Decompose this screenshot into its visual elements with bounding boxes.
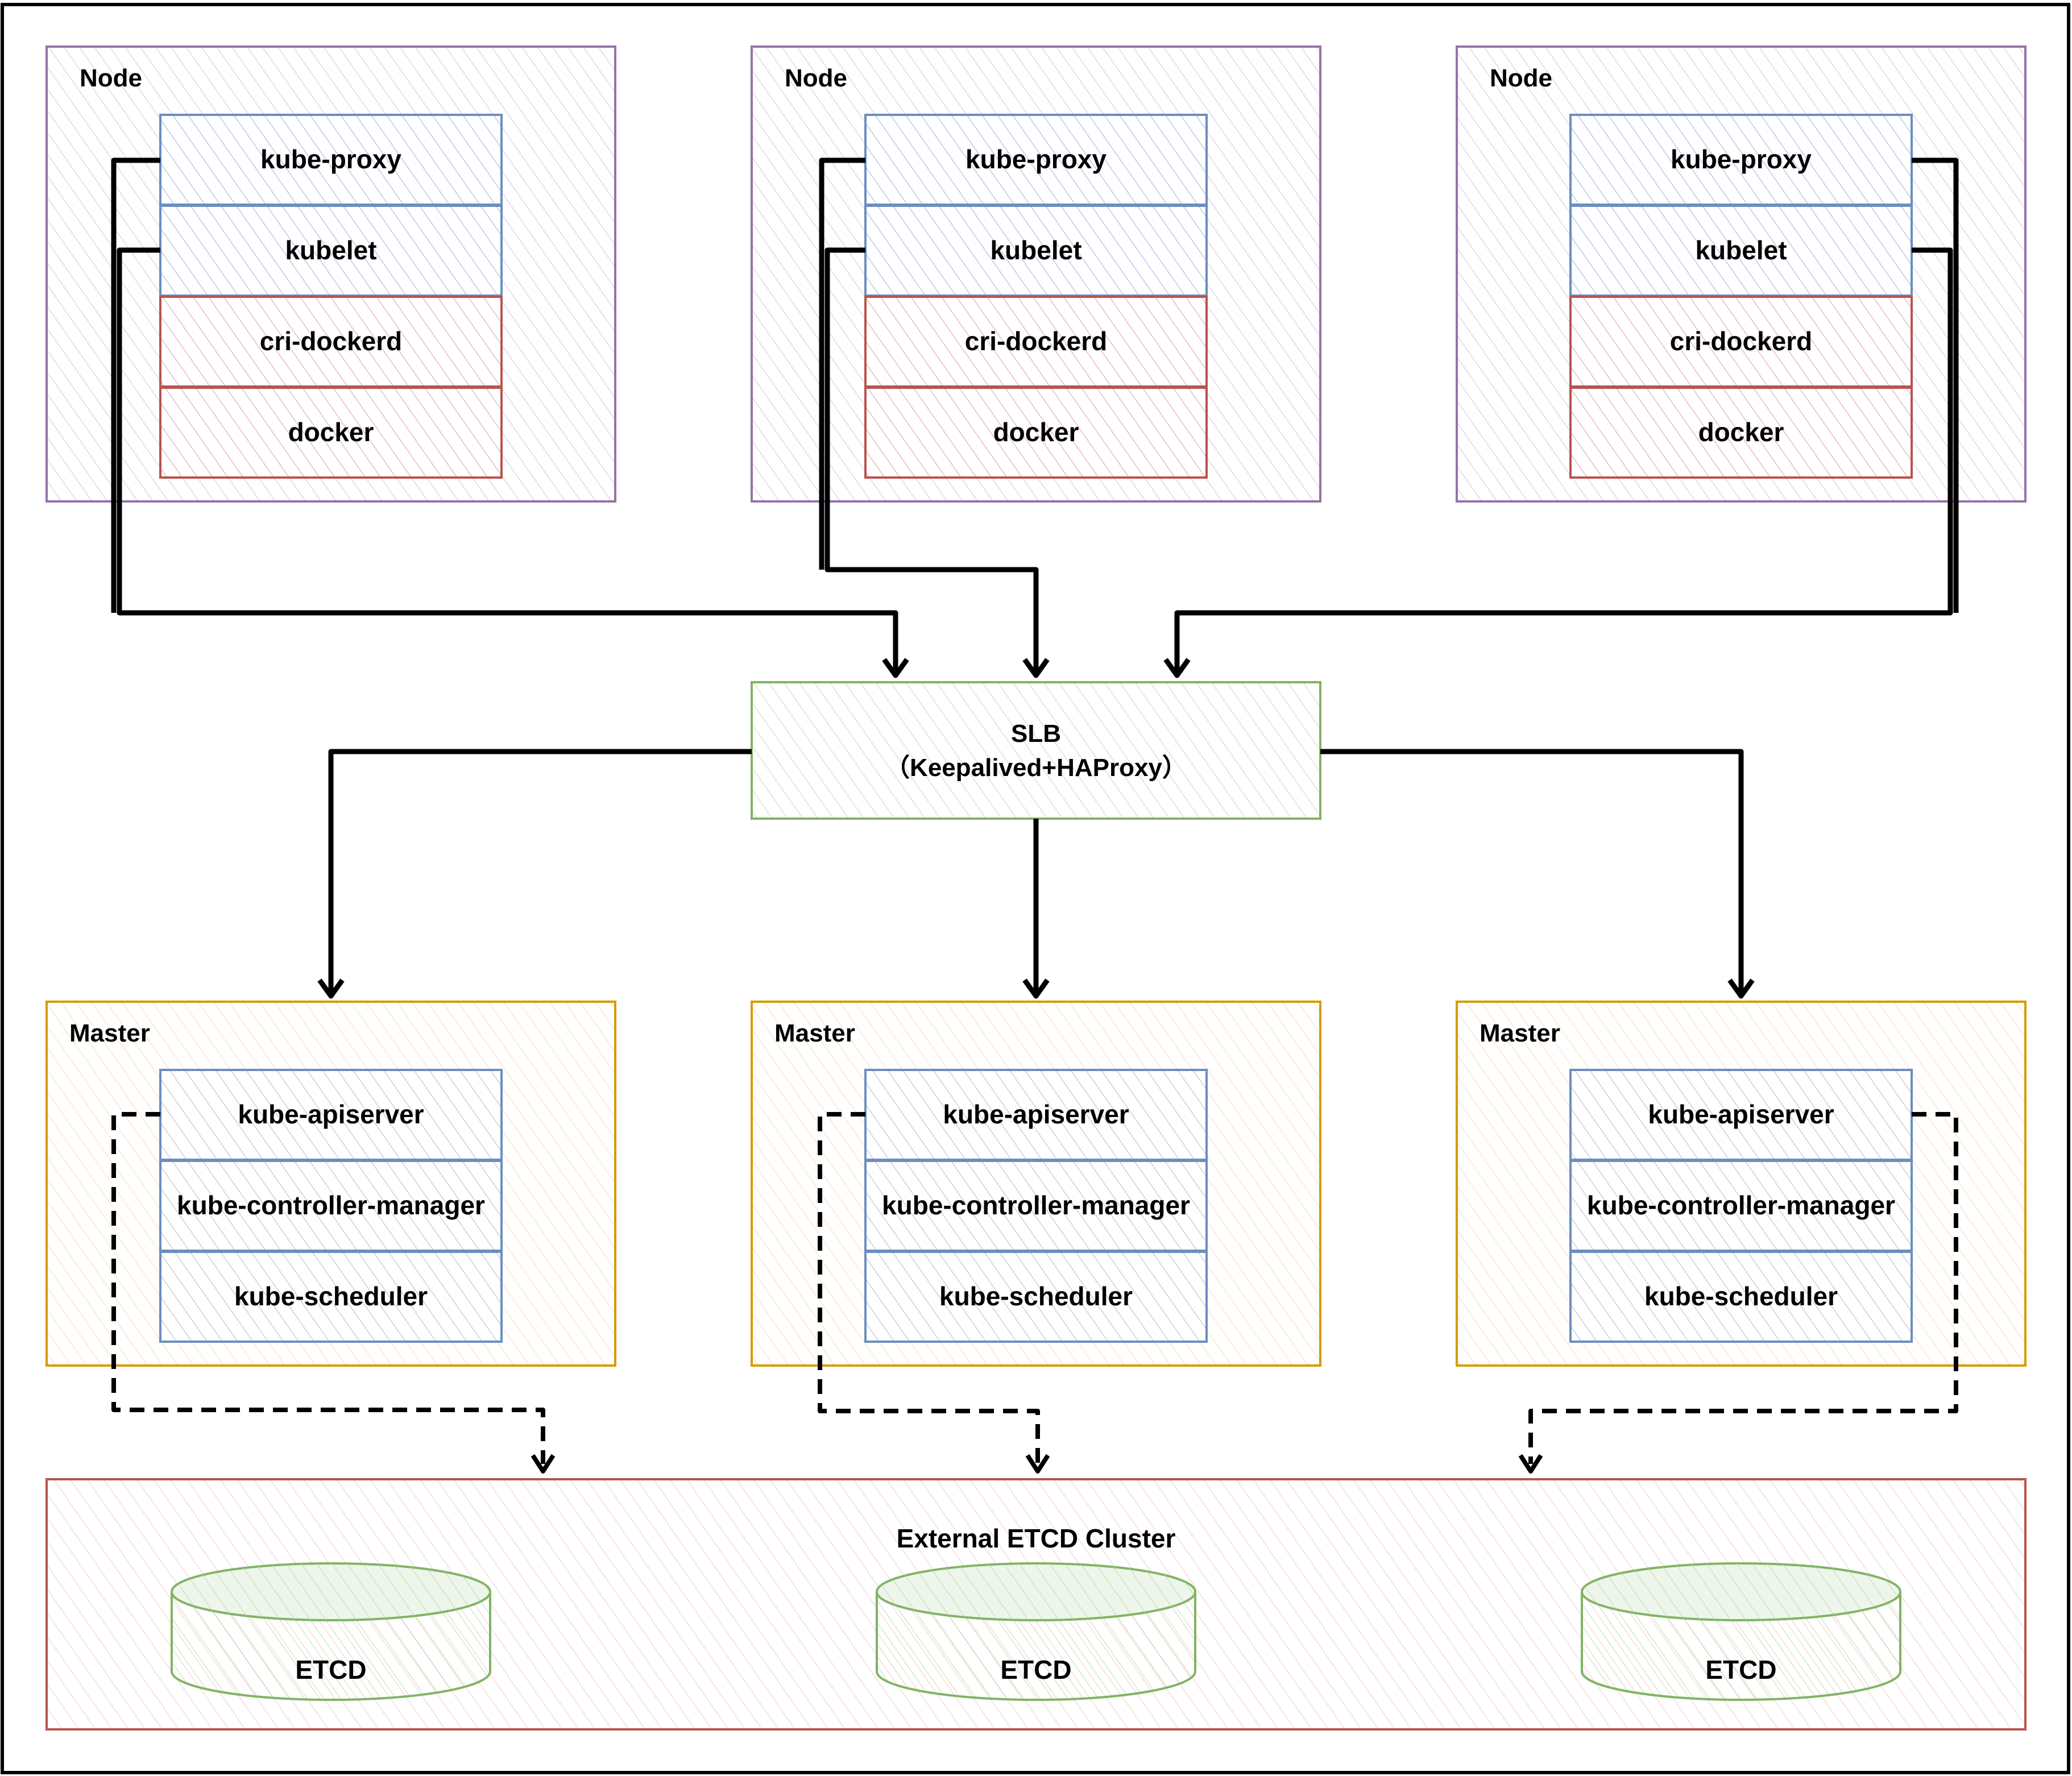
component-label: kube-controller-manager	[177, 1190, 485, 1220]
component-kubelet: kubelet	[1569, 205, 1913, 297]
component-label: kubelet	[285, 235, 376, 265]
etcd-label: ETCD	[1705, 1655, 1776, 1684]
component-label: kubelet	[990, 235, 1081, 265]
arrowhead	[1022, 658, 1050, 678]
component-label: kube-apiserver	[1648, 1099, 1834, 1129]
node-title: Node	[1490, 64, 1552, 92]
component-kube-proxy: kube-proxy	[864, 114, 1208, 206]
master-3: Master kube-apiserver kube-controller-ma…	[1456, 1001, 2027, 1367]
node-2: Node kube-proxy kubelet cri-dockerd dock…	[751, 45, 1321, 503]
connector-node3-proxy	[1912, 157, 1959, 613]
component-docker: docker	[1569, 387, 1913, 479]
etcd-label: ETCD	[1000, 1655, 1071, 1684]
etcd-member-1: ETCD	[171, 1562, 491, 1701]
connector-slb-master1	[328, 749, 752, 992]
component-label: kube-apiserver	[238, 1099, 424, 1129]
connector-master2-etcd	[818, 1112, 1040, 1464]
connector-master3-etcd	[1528, 1112, 1958, 1464]
component-label: kube-scheduler	[234, 1281, 428, 1311]
component-label: kube-scheduler	[939, 1281, 1133, 1311]
component-kube-apiserver: kube-apiserver	[159, 1069, 503, 1161]
component-kube-scheduler: kube-scheduler	[159, 1251, 503, 1343]
arrowhead	[317, 978, 345, 999]
master-to-etcd-arrowheads	[531, 1454, 1543, 1474]
etcd-cluster-title: External ETCD Cluster	[897, 1524, 1176, 1553]
component-label: kube-apiserver	[943, 1099, 1129, 1129]
component-cri-dockerd: cri-dockerd	[159, 296, 503, 388]
connector-node2-kubelet	[824, 247, 1039, 671]
component-label: kubelet	[1695, 235, 1787, 265]
node-3: Node kube-proxy kubelet cri-dockerd dock…	[1456, 45, 2027, 503]
component-kubelet: kubelet	[864, 205, 1208, 297]
connector-node1-proxy	[111, 157, 160, 613]
component-kube-apiserver: kube-apiserver	[864, 1069, 1208, 1161]
component-kubelet: kubelet	[159, 205, 503, 297]
slb-to-master-connectors	[317, 749, 1755, 999]
etcd-member-2: ETCD	[876, 1562, 1196, 1701]
component-label: kube-proxy	[965, 144, 1107, 174]
arrowhead	[882, 658, 909, 678]
slb-box: SLB （Keepalived+HAProxy）	[751, 681, 1321, 820]
component-kube-controller-manager: kube-controller-manager	[159, 1160, 503, 1252]
component-label: kube-controller-manager	[1587, 1190, 1895, 1220]
connector-node2-proxy	[819, 157, 865, 570]
connector-node3-kubelet	[1174, 247, 1953, 671]
master-1: Master kube-apiserver kube-controller-ma…	[45, 1001, 616, 1367]
component-kube-apiserver: kube-apiserver	[1569, 1069, 1913, 1161]
component-label: kube-proxy	[1671, 144, 1812, 174]
etcd-cluster: External ETCD Cluster ETCD ETCD ETCD	[45, 1478, 2027, 1731]
component-label: docker	[288, 417, 374, 447]
component-kube-scheduler: kube-scheduler	[864, 1251, 1208, 1343]
canvas-border	[1, 3, 2070, 1774]
component-docker: docker	[864, 387, 1208, 479]
node-to-slb-connectors	[111, 157, 1959, 678]
master-title: Master	[1480, 1019, 1560, 1047]
component-label: kube-scheduler	[1644, 1281, 1838, 1311]
connector-node1-kubelet	[117, 247, 898, 671]
connector-master1-etcd	[111, 1112, 545, 1464]
etcd-member-3: ETCD	[1581, 1562, 1901, 1701]
node-title: Node	[80, 64, 142, 92]
master-to-etcd-connectors	[111, 1112, 1958, 1464]
component-label: cri-dockerd	[1670, 326, 1813, 356]
connector-slb-master3	[1320, 749, 1744, 992]
component-label: cri-dockerd	[965, 326, 1108, 356]
arrowhead	[1025, 1454, 1050, 1474]
component-kube-proxy: kube-proxy	[159, 114, 503, 206]
component-kube-proxy: kube-proxy	[1569, 114, 1913, 206]
node-1: Node kube-proxy kubelet cri-dockerd dock…	[45, 45, 616, 503]
arrowhead	[1022, 978, 1050, 999]
node-title: Node	[785, 64, 847, 92]
arrowhead	[1727, 978, 1755, 999]
component-kube-scheduler: kube-scheduler	[1569, 1251, 1913, 1343]
arrowhead	[1518, 1454, 1543, 1474]
component-kube-controller-manager: kube-controller-manager	[864, 1160, 1208, 1252]
component-cri-dockerd: cri-dockerd	[864, 296, 1208, 388]
slb-label: SLB	[1011, 720, 1061, 748]
arrowhead	[1163, 658, 1191, 678]
etcd-label: ETCD	[295, 1655, 366, 1684]
component-cri-dockerd: cri-dockerd	[1569, 296, 1913, 388]
component-label: kube-proxy	[260, 144, 401, 174]
component-kube-controller-manager: kube-controller-manager	[1569, 1160, 1913, 1252]
component-label: docker	[1698, 417, 1784, 447]
component-label: kube-controller-manager	[882, 1190, 1190, 1220]
master-title: Master	[69, 1019, 150, 1047]
component-label: docker	[993, 417, 1079, 447]
slb-sublabel: （Keepalived+HAProxy）	[885, 754, 1187, 782]
master-title: Master	[774, 1019, 855, 1047]
component-docker: docker	[159, 387, 503, 479]
arrowhead	[531, 1454, 556, 1474]
component-label: cri-dockerd	[260, 326, 403, 356]
master-2: Master kube-apiserver kube-controller-ma…	[751, 1001, 1321, 1367]
